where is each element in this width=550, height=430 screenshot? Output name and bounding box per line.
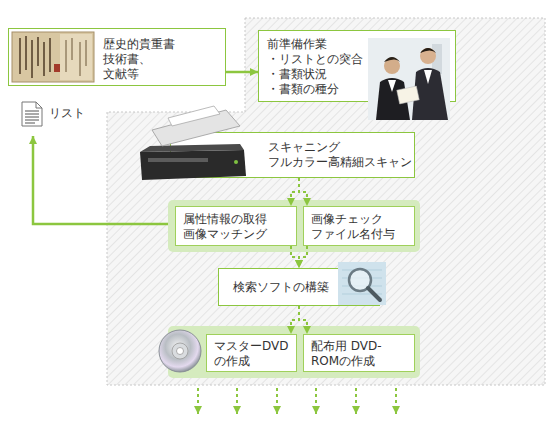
node-title: 検索ソフトの構築 [233,280,343,295]
node-text: フルカラー高精細スキャン [268,155,413,170]
flow-arrow [299,306,307,334]
flow-arrow [291,178,299,206]
flow-arrow [299,246,307,268]
text-group: 配布用 DVD-ROMの作成 [311,339,411,369]
node-title: 歴史的貴重書 技術書、 文献等 [103,37,183,82]
node-text: ・リストとの突合 [267,52,371,67]
output-box: 配布用 DVD-ROMの作成 [303,334,415,372]
flow-arrow [291,246,299,268]
old-document-photo [12,32,94,82]
node-title: 配布用 DVD-ROMの作成 [311,339,411,369]
dvd-disc-icon [159,330,201,372]
node-title: 前準備作業 [267,37,371,52]
output-box: マスターDVD の作成 [206,334,297,372]
text-group: スキャニングフルカラー高精細スキャン [268,140,413,170]
text-group: 前準備作業・リストとの突合・書類状況・書類の種分 [267,37,371,97]
node-text: ・書類状況 [267,67,371,82]
node-title: マスターDVD の作成 [214,339,294,369]
text-group: 画像チェック ファイル名付与 [311,212,411,242]
node-title: スキャニング [268,140,413,155]
text-group: 検索ソフトの構築 [233,280,343,295]
text-group: 歴史的貴重書 技術書、 文献等 [103,37,183,82]
group-band [168,200,420,252]
text-group: 属性情報の取得 画像マッチング [183,212,293,242]
group-band [168,326,420,378]
input-arrow [226,71,258,74]
staff-photo [368,38,450,120]
process-box: 画像チェック ファイル名付与 [303,206,415,246]
node-text: ・書類の種分 [267,82,371,97]
search-magnifier-image [338,262,386,305]
output-arrows [198,388,396,414]
node-title: 属性情報の取得 画像マッチング [183,212,293,242]
process-box: 属性情報の取得 画像マッチング [175,206,297,246]
node-title: 画像チェック ファイル名付与 [311,212,411,242]
list-label: リスト [49,106,85,121]
flow-arrow [299,178,307,206]
text-group: マスターDVD の作成 [214,339,294,369]
flow-arrow [291,306,299,334]
list-document-icon [22,102,42,126]
